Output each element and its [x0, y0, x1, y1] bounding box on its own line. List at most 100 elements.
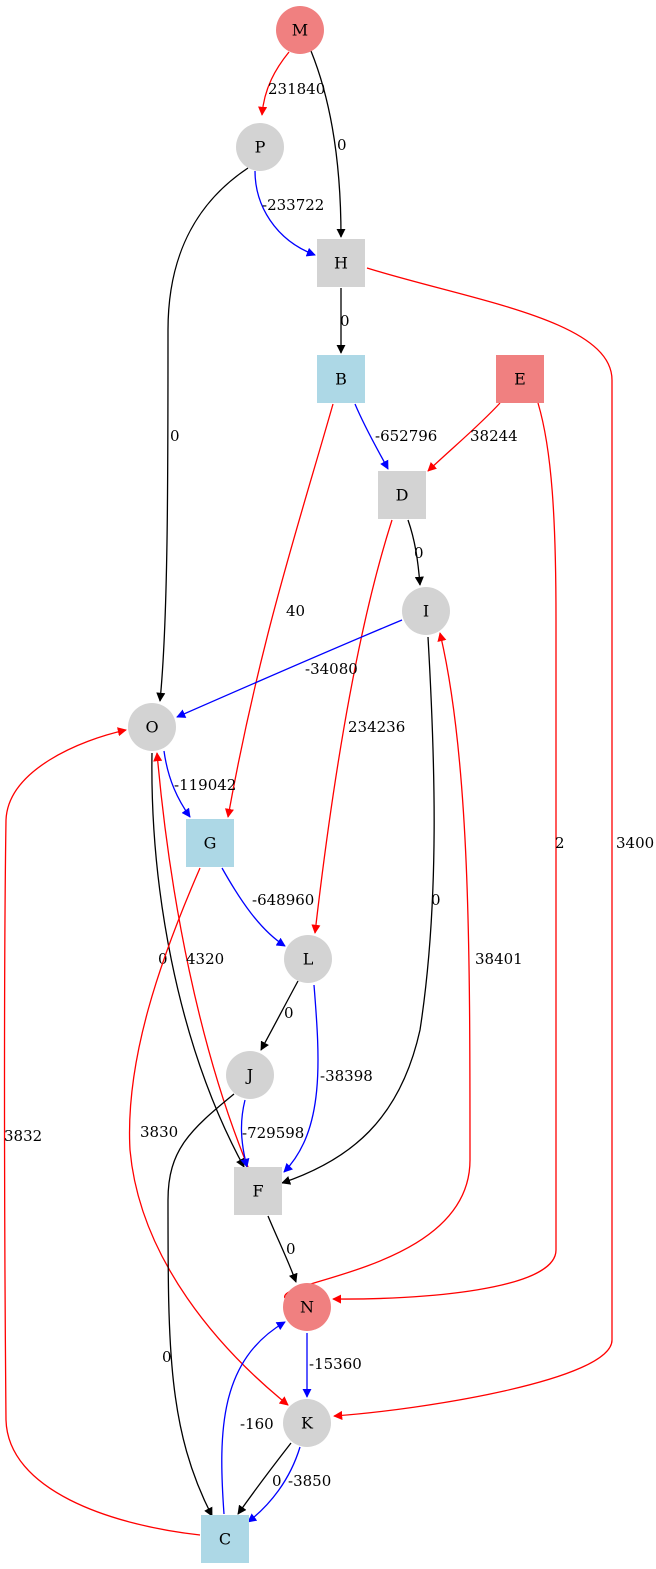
- edge-label: 40: [286, 602, 305, 620]
- edge-g-l: -648960: [221, 867, 314, 947]
- edge-line: [310, 50, 346, 238]
- edge-k-c: -3850: [247, 1446, 331, 1523]
- edge-line: [247, 1446, 301, 1523]
- node-box: [201, 1515, 249, 1563]
- edge-label: 0: [340, 312, 350, 330]
- node-o: O: [128, 703, 176, 751]
- edge-label: 4320: [186, 950, 224, 968]
- node-box: [317, 239, 365, 287]
- node-label: G: [204, 834, 217, 853]
- node-box: [496, 355, 544, 403]
- node-label: L: [303, 950, 314, 969]
- edge-line: [354, 403, 389, 470]
- edge-g-k: 3830: [128, 867, 289, 1406]
- edge-label: -3850: [288, 1472, 331, 1490]
- node-label: N: [300, 1298, 314, 1317]
- edge-label: 38401: [475, 950, 523, 968]
- node-e: E: [496, 355, 544, 403]
- node-box: [317, 355, 365, 403]
- edge-p-o: 0: [156, 167, 249, 702]
- edge-line: [221, 1321, 286, 1515]
- edges-layer: 231840 0 -233722 0 0 3400 -652796 40 38244 2 0 2342…: [3, 50, 654, 1536]
- edge-c-o: 3832: [3, 727, 201, 1536]
- node-circle: [284, 935, 332, 983]
- node-b: B: [317, 355, 365, 403]
- edge-e-d: 38244: [427, 402, 518, 472]
- edge-k-c: 0: [237, 1442, 292, 1515]
- edge-label: 0: [431, 891, 441, 909]
- edge-j-c: 0: [162, 1093, 235, 1517]
- edge-label: 231840: [268, 80, 325, 98]
- edge-line: [176, 619, 403, 718]
- edge-line: [332, 402, 557, 1304]
- edge-h-b: 0: [336, 288, 350, 354]
- node-label: F: [252, 1182, 263, 1201]
- edge-label: 3830: [140, 1123, 178, 1141]
- edge-label: 0: [162, 1348, 172, 1366]
- node-m: M: [276, 6, 324, 54]
- edge-label: 3400: [616, 834, 654, 852]
- node-box: [234, 1167, 282, 1215]
- edge-n-k: -15360: [302, 1333, 362, 1398]
- node-label: C: [219, 1530, 231, 1549]
- edge-label: 0: [337, 136, 347, 154]
- edge-label: 234236: [348, 718, 405, 736]
- node-circle: [283, 1399, 331, 1447]
- edge-line: [221, 867, 286, 947]
- edge-n-i: 38401: [284, 632, 523, 1299]
- edge-i-o: -34080: [176, 619, 403, 718]
- edge-f-o: 4320: [153, 752, 249, 1168]
- node-box: [186, 819, 234, 867]
- edge-line: [281, 636, 435, 1185]
- edge-b-d: -652796: [354, 403, 437, 470]
- edge-label: -160: [240, 1415, 274, 1433]
- edge-line: [407, 519, 424, 586]
- edge-line: [224, 403, 334, 818]
- node-label: E: [514, 370, 526, 389]
- edge-label: 0: [284, 1004, 294, 1022]
- node-circle: [283, 1283, 331, 1331]
- node-label: H: [334, 254, 348, 273]
- edge-m-h: 0: [310, 50, 347, 238]
- node-circle: [128, 703, 176, 751]
- edge-j-f: -729598: [240, 1099, 304, 1168]
- edge-d-l: 234236: [311, 519, 405, 934]
- edge-label: -119042: [174, 776, 236, 794]
- node-label: D: [396, 486, 409, 505]
- edge-f-n: 0: [267, 1215, 298, 1283]
- edge-line: [311, 519, 393, 934]
- edge-i-f: 0: [281, 636, 441, 1185]
- node-circle: [276, 6, 324, 54]
- node-label: O: [145, 718, 158, 737]
- edge-line: [237, 1442, 292, 1515]
- node-j: J: [226, 1051, 274, 1099]
- node-circle: [236, 123, 284, 171]
- edge-m-p: 231840: [258, 51, 325, 116]
- node-f: F: [234, 1167, 282, 1215]
- edge-line: [267, 1215, 298, 1283]
- edge-l-f: -38398: [283, 984, 373, 1173]
- node-i: I: [402, 587, 450, 635]
- edge-line: [427, 402, 501, 472]
- edge-label: 0: [158, 950, 168, 968]
- node-label: J: [245, 1066, 253, 1085]
- edge-label: -233722: [262, 196, 324, 214]
- edge-label: 2: [555, 834, 565, 852]
- edge-line: [284, 632, 471, 1299]
- node-label: M: [292, 21, 308, 40]
- node-d: D: [378, 471, 426, 519]
- edge-e-n: 2: [332, 402, 565, 1304]
- node-k: K: [283, 1399, 331, 1447]
- node-label: K: [301, 1414, 314, 1433]
- node-p: P: [236, 123, 284, 171]
- edge-line: [156, 167, 249, 702]
- node-g: G: [186, 819, 234, 867]
- node-h: H: [317, 239, 365, 287]
- edge-line: [128, 867, 289, 1406]
- edge-label: -648960: [252, 891, 314, 909]
- node-c: C: [201, 1515, 249, 1563]
- edge-label: 38244: [470, 427, 518, 445]
- node-label: I: [423, 602, 429, 621]
- edge-line: [260, 980, 299, 1051]
